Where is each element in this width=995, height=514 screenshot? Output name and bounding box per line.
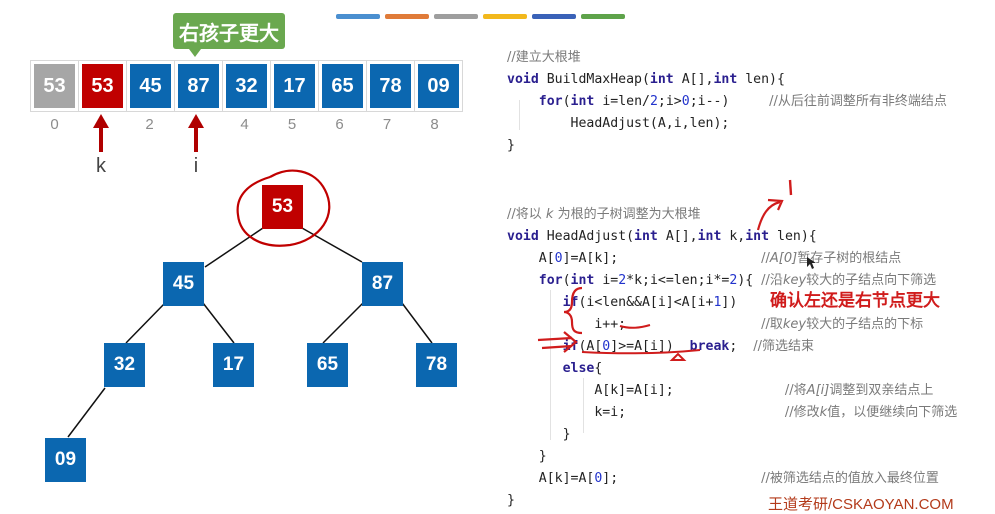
array-cell-value: 17 (274, 64, 315, 108)
array-cell: 78 (367, 61, 415, 111)
progress-bars (336, 14, 625, 19)
array-cell-value: 78 (370, 64, 411, 108)
bar-6 (581, 14, 625, 19)
array-index-label: 4 (240, 116, 249, 133)
tree-node: 45 (163, 262, 204, 306)
buildmaxheap-code: //建立大根堆 void BuildMaxHeap(int A[],int le… (507, 50, 947, 153)
indent-guide (519, 100, 520, 130)
tree-edges (67, 227, 433, 438)
edge-45-17 (202, 302, 235, 344)
pointer-i-label: i (193, 155, 199, 177)
array-cell: 17 (271, 61, 319, 111)
indent-guide (550, 290, 551, 440)
tree-node: 32 (104, 343, 145, 387)
tree-node: 87 (362, 262, 403, 306)
bar-1 (336, 14, 380, 19)
mouse-cursor-icon (807, 257, 816, 269)
array-cell: 53 (79, 61, 127, 111)
pointer-i-arrow-icon (188, 114, 204, 152)
edge-32-09 (67, 387, 106, 438)
headadjust-code: //将以 k 为根的子树调整为大根堆 void HeadAdjust(int A… (507, 207, 958, 508)
array-index-label: 2 (145, 116, 154, 133)
array-cell-value: 32 (226, 64, 267, 108)
array-pointers (93, 114, 204, 152)
edge-53-45 (204, 227, 264, 268)
edge-87-78 (401, 302, 433, 344)
annotation-double-arrow-icon (537, 331, 578, 353)
tree-node: 78 (416, 343, 457, 387)
tree-node: 53 (262, 185, 303, 229)
array-cell: 65 (319, 61, 367, 111)
edge-53-87 (301, 227, 363, 263)
array-index-label: 6 (335, 116, 344, 133)
array-cell: 32 (223, 61, 271, 111)
array-cell-value: 87 (178, 64, 219, 108)
pointer-k-label: k (96, 155, 106, 177)
annotation-arrow-icon (756, 200, 781, 231)
array-index-label: 0 (50, 116, 59, 133)
callout-pointer (189, 49, 201, 57)
indent-guide (583, 378, 584, 433)
edge-87-65 (322, 302, 364, 344)
array-cell: 09 (415, 61, 462, 111)
array-cell-value: 65 (322, 64, 363, 108)
tree-node: 65 (307, 343, 348, 387)
bar-5 (532, 14, 576, 19)
array-cell: 87 (175, 61, 223, 111)
array-cell: 53 (31, 61, 79, 111)
pointer-k-arrow-icon (93, 114, 109, 152)
bar-2 (385, 14, 429, 19)
tree-node: 17 (213, 343, 254, 387)
code-comment: //建立大根堆 (507, 50, 581, 65)
array-cell-value: 45 (130, 64, 171, 108)
array-index-label: 5 (287, 116, 297, 133)
array-cell-value: 53 (82, 64, 123, 108)
array-cell: 45 (127, 61, 175, 111)
array-cell-value: 53 (34, 64, 75, 108)
array-index-label: 7 (382, 116, 392, 133)
edge-45-32 (125, 302, 166, 344)
tree-node: 09 (45, 438, 86, 482)
footer-watermark: 王道考研/CSKAOYAN.COM (768, 496, 954, 513)
annotation-brace-icon (563, 286, 583, 335)
code-annotations (537, 179, 793, 361)
bar-3 (434, 14, 478, 19)
right-child-larger-callout: 右孩子更大 (173, 13, 285, 49)
array-cell-value: 09 (418, 64, 459, 108)
bar-4 (483, 14, 527, 19)
annotation-note: 确认左还是右节点更大 (770, 291, 940, 311)
array-index-label: 8 (430, 116, 439, 133)
root-circle-annotation (236, 169, 331, 247)
